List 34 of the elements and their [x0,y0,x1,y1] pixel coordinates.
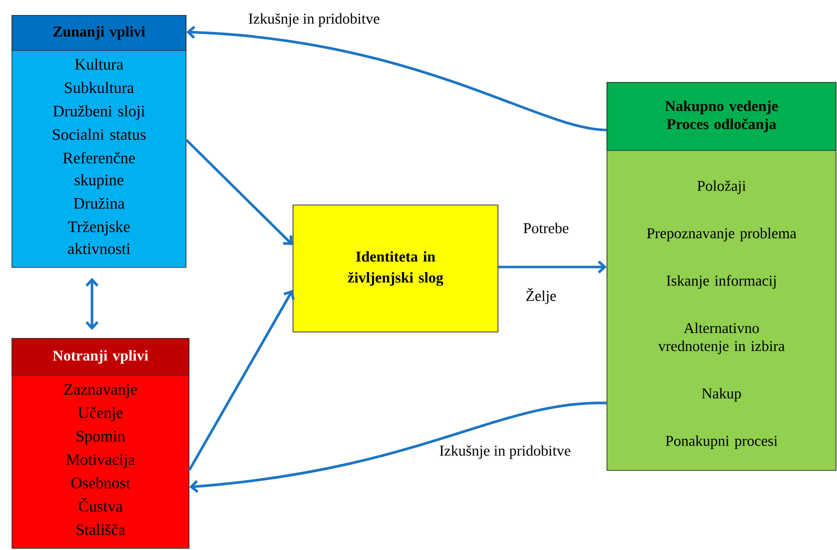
panel-header: Zunanji vplivi [12,15,186,51]
list-item: Položaji [697,180,746,194]
arrow [498,260,607,274]
list-item: Referenčne skupine [63,152,135,189]
list-item: Spomin [76,430,126,445]
arrow [188,290,295,471]
list-item: Socialni status [52,128,146,140]
list-item: Iskanje informacij [666,275,776,289]
list-item: Kultura [75,58,124,70]
list-item: Učenje [78,406,123,422]
text-label: Želje [524,286,558,306]
list-item: Alternativno vrednotenje in izbira [658,322,785,354]
panel-header: Notranji vplivi [12,338,190,376]
edge-label: Izkušnje in pridobitve [247,12,381,28]
arrow [86,278,98,330]
list-item: Prepoznavanje problema [646,228,796,242]
list-item: Osebnost [71,477,130,488]
panel-header: Nakupno vedenje Proces odločanja [606,82,836,151]
arrow [186,139,293,245]
arrow [186,26,607,132]
list-item: Čustva [78,498,122,512]
list-item: Subkultura [64,82,134,94]
list-item: Družbeni sloji [53,105,145,120]
list-item: Ponakupni procesi [666,435,778,449]
list-item: Stališča [76,524,126,536]
list-item: Trženjske aktivnosti [68,220,130,254]
list-item: Motivacija [66,454,135,468]
identity-box: Identiteta in življenjski slog [292,204,498,332]
list-item: Zaznavanje [64,384,137,398]
list-item: Družina [74,197,125,209]
edge-label: Izkušnje in pridobitve [438,444,572,460]
list-item: Nakup [702,388,741,402]
arrow [189,402,607,493]
edge-label: Potrebe [522,222,570,234]
